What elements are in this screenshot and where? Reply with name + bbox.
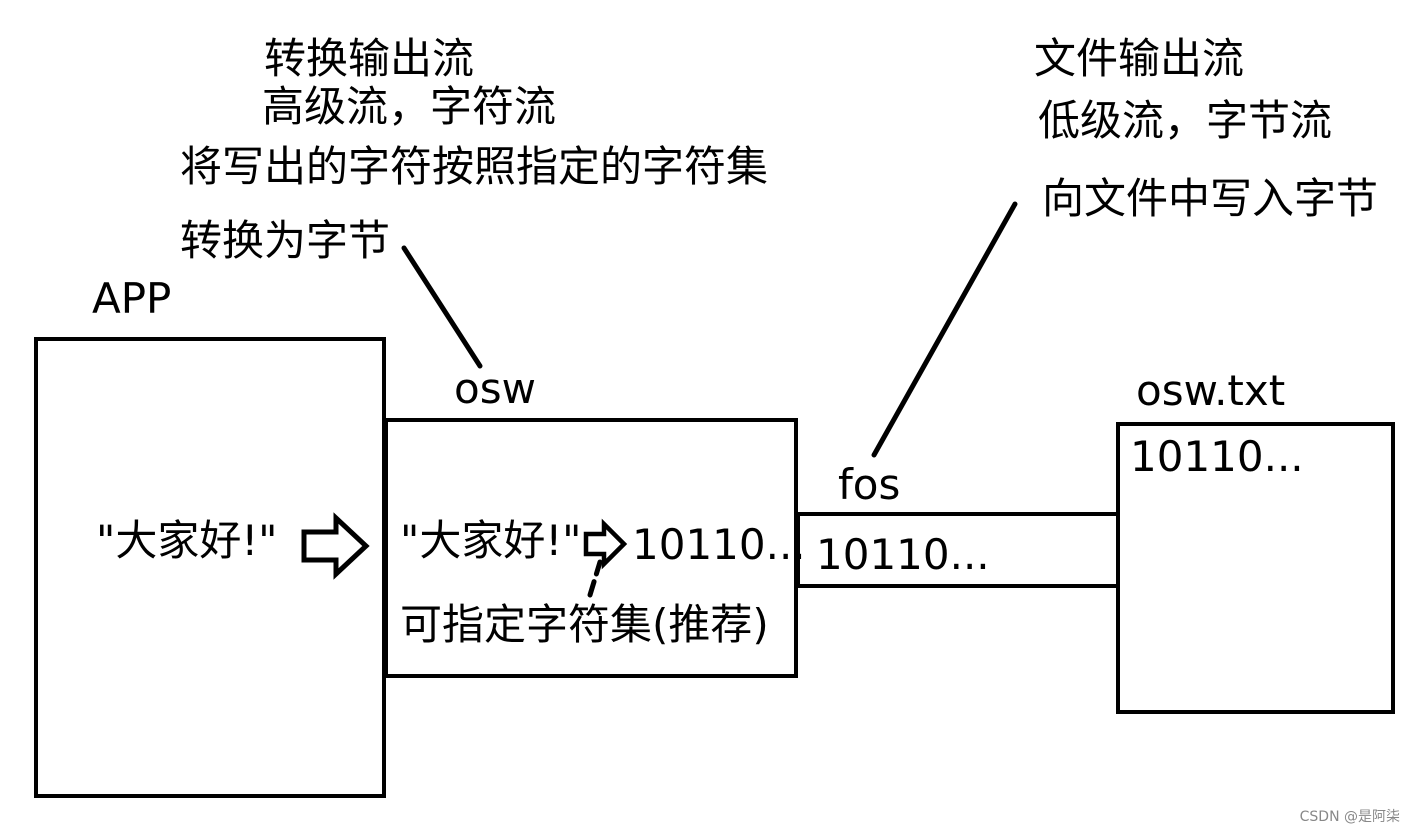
fos-label: fos <box>838 460 901 509</box>
fos-note-type: 低级流，字节流 <box>1038 96 1333 145</box>
file-label: osw.txt <box>1136 366 1286 415</box>
app-label: APP <box>92 274 172 323</box>
osw-note-title: 转换输出流 <box>264 34 475 83</box>
app-content: "大家好!" <box>96 516 278 565</box>
watermark: CSDN @是阿柒 <box>1299 809 1400 825</box>
osw-charset-note: 可指定字符集(推荐) <box>400 600 769 649</box>
osw-chars: "大家好!" <box>400 516 582 565</box>
osw-note-desc-1: 将写出的字符按照指定的字符集 <box>180 142 769 191</box>
osw-note-desc-2: 转换为字节 <box>180 216 391 265</box>
fos-pipe <box>796 512 1120 588</box>
osw-bytes: 10110... <box>632 520 806 569</box>
fos-note-desc: 向文件中写入字节 <box>1042 174 1379 223</box>
app-box <box>34 337 386 798</box>
osw-note-type: 高级流，字符流 <box>262 82 557 131</box>
file-bytes: 10110... <box>1130 432 1304 481</box>
fos-pointer-line <box>871 201 1018 458</box>
osw-label: osw <box>454 364 536 413</box>
osw-pointer-line <box>401 245 483 369</box>
fos-bytes: 10110... <box>816 530 990 579</box>
fos-note-title: 文件输出流 <box>1034 34 1245 83</box>
file-box <box>1116 422 1395 714</box>
